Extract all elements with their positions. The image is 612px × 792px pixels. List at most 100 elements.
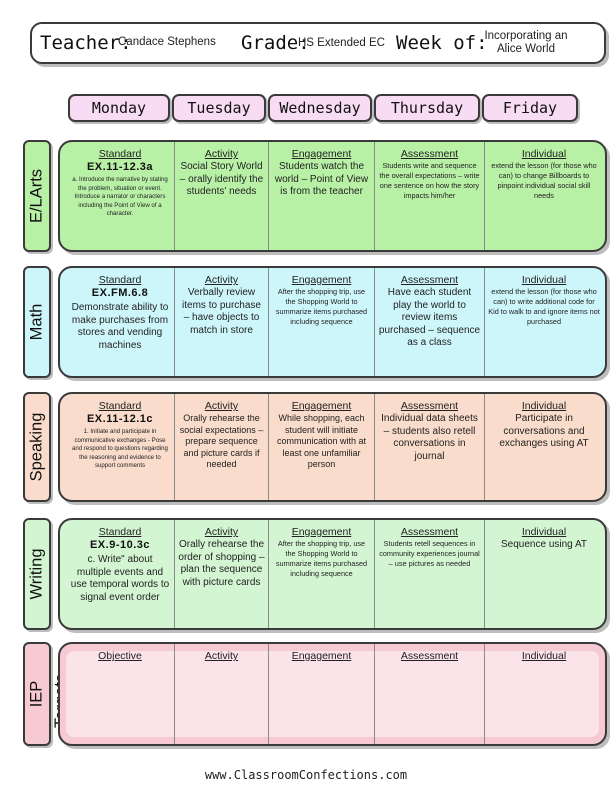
cell-iep-objective[interactable]: Objective bbox=[66, 644, 174, 744]
cell-iep-assessment[interactable]: Assessment bbox=[374, 644, 484, 744]
cell-text: Students watch the world – Point of View… bbox=[274, 161, 369, 197]
cell-title: Assessment bbox=[400, 526, 459, 538]
row-ela: Standard EX.11-12.3a a. Introduce the na… bbox=[58, 140, 607, 252]
cell-title: Activity bbox=[204, 274, 239, 286]
cell-text: Orally rehearse the social expectations … bbox=[179, 413, 264, 469]
cell-math-assessment: Assessment Have each student play the wo… bbox=[374, 268, 484, 376]
cell-title: Objective bbox=[98, 650, 142, 662]
row-label-math: Math bbox=[23, 266, 51, 378]
row-label-writing-text: Writing bbox=[27, 548, 46, 600]
row-math: Standard EX.FM.6.8 Demonstrate ability t… bbox=[58, 266, 607, 378]
cell-speaking-individual: Individual Participate in conversations … bbox=[484, 394, 603, 500]
cell-title: Individual bbox=[521, 526, 567, 538]
footer-url: www.ClassroomConfections.com bbox=[204, 768, 408, 782]
standard-code: EX.FM.6.8 bbox=[91, 287, 149, 299]
cell-text: c. Write" about multiple events and use … bbox=[70, 554, 170, 603]
row-iep: Objective Activity Engagement Assessment… bbox=[58, 642, 607, 746]
cell-text: Verbally review items to purchase – have… bbox=[182, 287, 261, 336]
day-friday: Friday bbox=[482, 94, 578, 122]
cell-speaking-engagement: Engagement While shopping, each student … bbox=[268, 394, 374, 500]
cell-math-activity: Activity Verbally review items to purcha… bbox=[174, 268, 268, 376]
cell-writing-engagement: Engagement After the shopping trip, use … bbox=[268, 520, 374, 628]
cell-title: Assessment bbox=[400, 650, 459, 662]
cell-title: Standard bbox=[98, 400, 142, 412]
grade-label: Grade: bbox=[241, 32, 310, 54]
cell-math-engagement: Engagement After the shopping trip, use … bbox=[268, 268, 374, 376]
cell-title: Individual bbox=[521, 650, 567, 662]
standard-code: EX.9-10.3c bbox=[89, 539, 151, 551]
grade-value: HS Extended EC bbox=[298, 37, 385, 49]
week-label: Week of: bbox=[396, 32, 488, 54]
cell-text: a. Introduce the narrative by stating th… bbox=[72, 176, 168, 217]
standard-code: EX.11-12.3a bbox=[86, 161, 154, 173]
cell-ela-standard: Standard EX.11-12.3a a. Introduce the na… bbox=[66, 142, 174, 250]
cell-writing-assessment: Assessment Students retell sequences in … bbox=[374, 520, 484, 628]
row-label-speaking-text: Speaking bbox=[27, 412, 46, 482]
teacher-value: Candace Stephens bbox=[118, 36, 216, 48]
cell-math-individual: Individual extend the lesson (for those … bbox=[484, 268, 603, 376]
cell-text: Social Story World – orally identify the… bbox=[179, 161, 264, 197]
row-label-ela: E/LArts bbox=[23, 140, 51, 252]
cell-title: Standard bbox=[98, 274, 142, 286]
cell-math-standard: Standard EX.FM.6.8 Demonstrate ability t… bbox=[66, 268, 174, 376]
cell-ela-assessment: Assessment Students write and sequence t… bbox=[374, 142, 484, 250]
cell-text: extend the lesson (for those who can) to… bbox=[491, 161, 597, 200]
cell-ela-activity: Activity Social Story World – orally ide… bbox=[174, 142, 268, 250]
cell-text: Participate in conversations and exchang… bbox=[499, 413, 589, 449]
cell-writing-individual: Individual Sequence using AT bbox=[484, 520, 603, 628]
day-thursday: Thursday bbox=[374, 94, 480, 122]
row-label-writing: Writing bbox=[23, 518, 51, 630]
row-writing: Standard EX.9-10.3c c. Write" about mult… bbox=[58, 518, 607, 630]
cell-text: Have each student play the world to revi… bbox=[378, 287, 481, 348]
cell-text: Students write and sequence the overall … bbox=[379, 161, 480, 200]
cell-text: While shopping, each student will initia… bbox=[276, 413, 367, 469]
cell-title: Individual bbox=[521, 400, 567, 412]
teacher-label: Teacher: bbox=[40, 32, 132, 54]
header-box: Teacher: Candace Stephens Grade: HS Exte… bbox=[30, 22, 606, 64]
row-label-iep: IEP bbox=[23, 642, 51, 746]
row-speaking: Standard EX.11-12.1c 1. Initiate and par… bbox=[58, 392, 607, 502]
cell-title: Activity bbox=[204, 148, 239, 160]
cell-ela-individual: Individual extend the lesson (for those … bbox=[484, 142, 603, 250]
cell-iep-activity[interactable]: Activity bbox=[174, 644, 268, 744]
cell-title: Engagement bbox=[291, 526, 352, 538]
cell-text: After the shopping trip, use the Shoppin… bbox=[275, 287, 368, 326]
cell-title: Individual bbox=[521, 274, 567, 286]
iep-inner-panel bbox=[66, 651, 599, 737]
standard-code: EX.11-12.1c bbox=[86, 413, 154, 425]
cell-text: Students retell sequences in community e… bbox=[379, 539, 480, 568]
cell-title: Activity bbox=[204, 400, 239, 412]
cell-title: Individual bbox=[521, 148, 567, 160]
cell-text: Sequence using AT bbox=[501, 539, 587, 550]
cell-title: Activity bbox=[204, 650, 239, 662]
cell-iep-engagement[interactable]: Engagement bbox=[268, 644, 374, 744]
day-wednesday: Wednesday bbox=[268, 94, 372, 122]
cell-title: Standard bbox=[98, 526, 142, 538]
cell-text: extend the lesson (for those who can) to… bbox=[488, 287, 600, 326]
cell-title: Activity bbox=[204, 526, 239, 538]
cell-text: After the shopping trip, use the Shoppin… bbox=[275, 539, 368, 578]
cell-text: 1. Initiate and participate in communica… bbox=[72, 428, 168, 469]
cell-text: Demonstrate ability to make purchases fr… bbox=[71, 302, 169, 351]
cell-iep-individual[interactable]: Individual bbox=[484, 644, 603, 744]
row-label-iep-text: IEP bbox=[27, 680, 46, 708]
cell-speaking-standard: Standard EX.11-12.1c 1. Initiate and par… bbox=[66, 394, 174, 500]
cell-writing-activity: Activity Orally rehearse the order of sh… bbox=[174, 520, 268, 628]
cell-writing-standard: Standard EX.9-10.3c c. Write" about mult… bbox=[66, 520, 174, 628]
row-label-ela-text: E/LArts bbox=[27, 168, 46, 224]
cell-title: Engagement bbox=[291, 148, 352, 160]
cell-speaking-assessment: Assessment Individual data sheets – stud… bbox=[374, 394, 484, 500]
row-label-math-text: Math bbox=[27, 303, 46, 341]
cell-title: Engagement bbox=[291, 274, 352, 286]
week-value: Incorporating an Alice World bbox=[484, 30, 568, 55]
cell-title: Engagement bbox=[291, 400, 352, 412]
cell-title: Engagement bbox=[291, 650, 352, 662]
cell-ela-engagement: Engagement Students watch the world – Po… bbox=[268, 142, 374, 250]
day-tuesday: Tuesday bbox=[172, 94, 266, 122]
cell-title: Assessment bbox=[400, 400, 459, 412]
cell-text: Orally rehearse the order of shopping – … bbox=[178, 539, 265, 588]
cell-title: Assessment bbox=[400, 148, 459, 160]
row-label-speaking: Speaking bbox=[23, 392, 51, 502]
cell-speaking-activity: Activity Orally rehearse the social expe… bbox=[174, 394, 268, 500]
cell-text: Individual data sheets – students also r… bbox=[381, 413, 478, 462]
